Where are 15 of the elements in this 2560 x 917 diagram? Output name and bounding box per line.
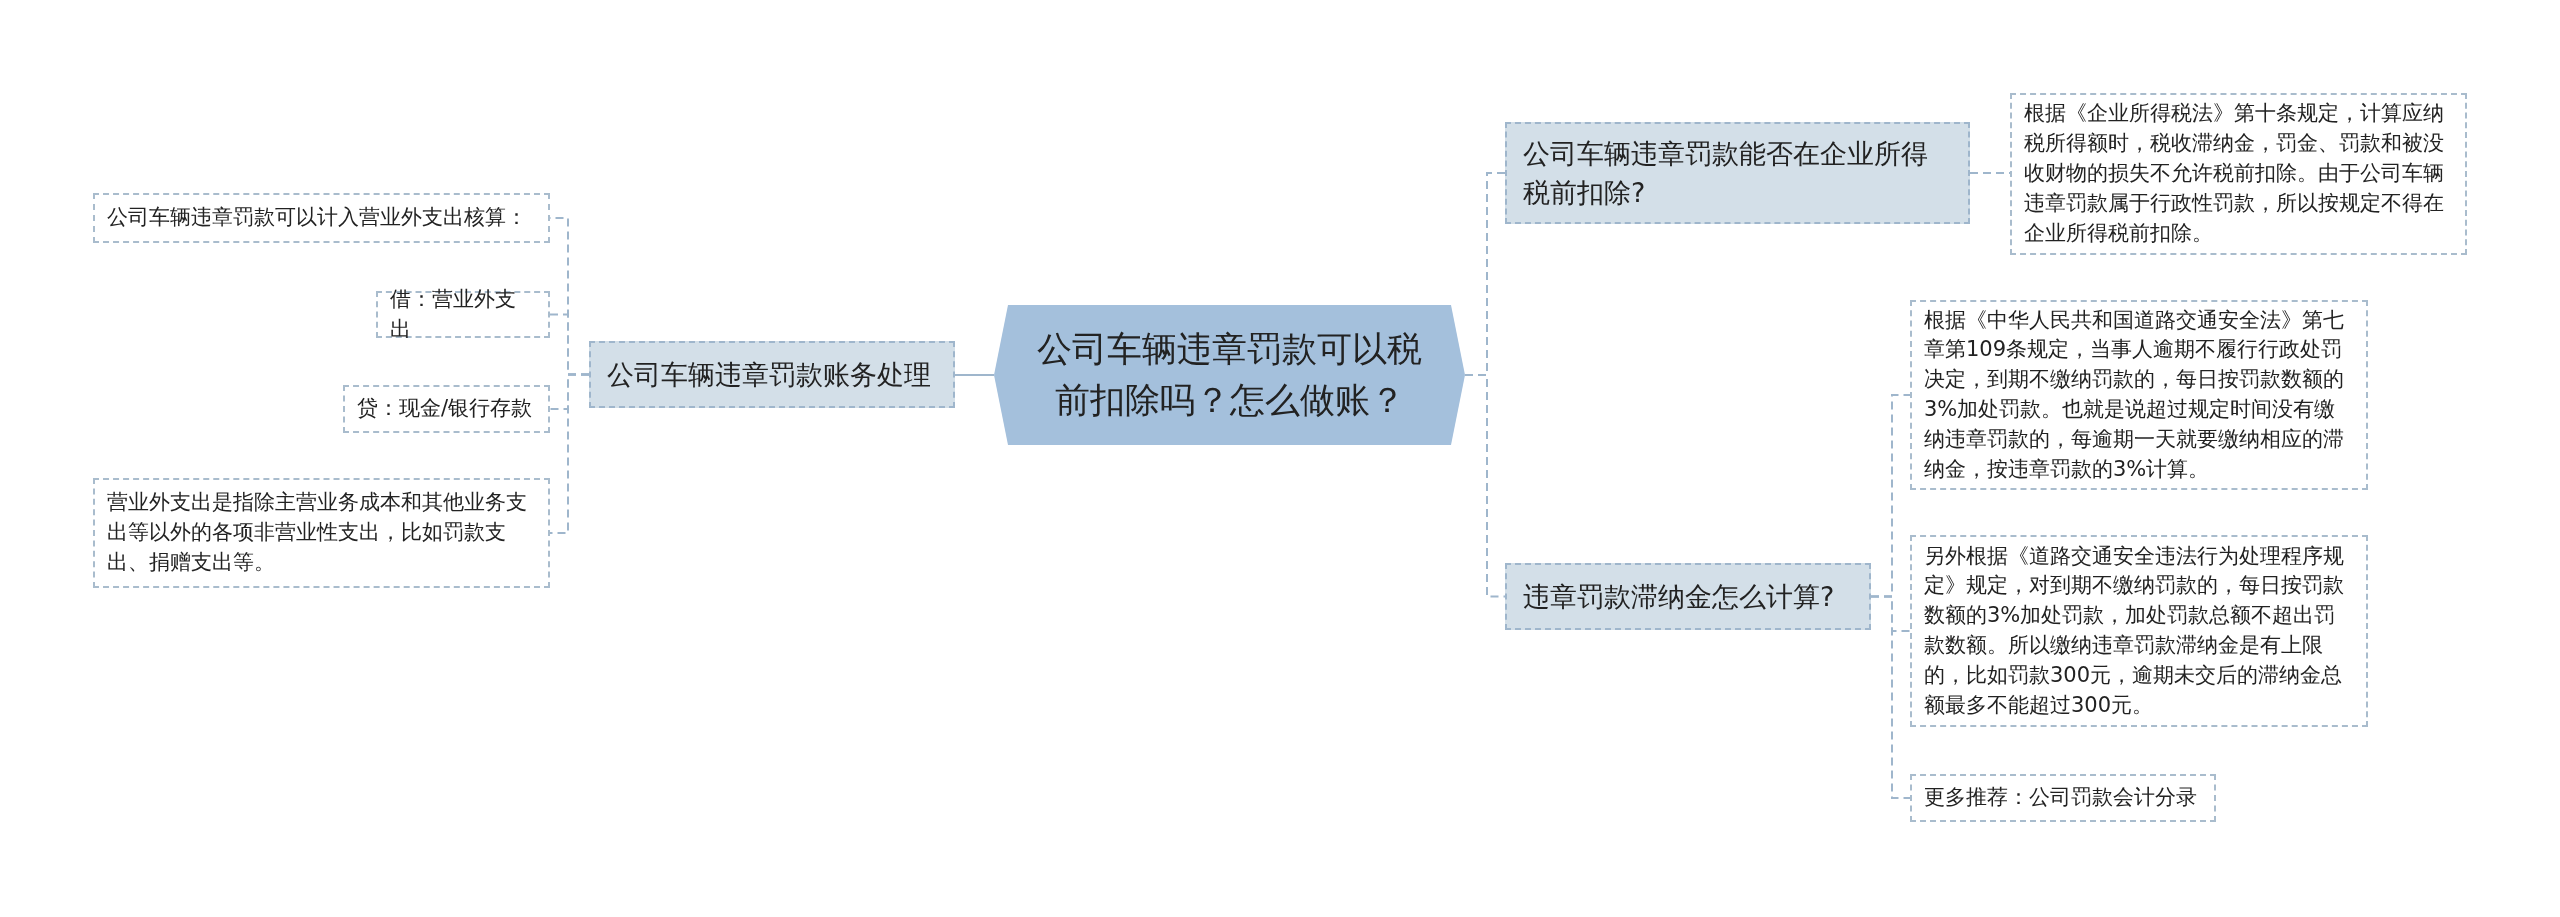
connector-line [1870,595,1911,799]
connector-line [1464,374,1506,598]
note-box: 营业外支出是指除主营业务成本和其他业务支出等以外的各项非营业性支出，比如罚款支出、捐赠支出等。 [93,478,550,588]
central-topic: 公司车辆违章罚款可以税前扣除吗？怎么做账？ [994,305,1465,445]
note-box: 根据《中华人民共和国道路交通安全法》第七章第109条规定，当事人逾期不履行行政处罚决定，到期不缴纳罚款的，每日按罚款数额的3%加处罚款。也就是说超过规定时间没有缴纳违章罚款的，每逾期一天就要缴纳相应的滞纳金，按违章罚款的3%计算。 [1910,300,2368,490]
topic-box: 公司车辆违章罚款账务处理 [589,341,955,408]
topic-box: 违章罚款滞纳金怎么计算? [1505,563,1871,630]
topic-box: 公司车辆违章罚款能否在企业所得税前扣除? [1505,122,1970,224]
connector-line [954,374,995,376]
note-box: 根据《企业所得税法》第十条规定，计算应纳税所得额时，税收滞纳金，罚金、罚款和被没收财物的损失不允许税前扣除。由于公司车辆违章罚款属于行政性罚款，所以按规定不得在企业所得税前扣除。 [2010,93,2467,255]
connector-line [549,373,590,534]
note-box: 另外根据《道路交通安全违法行为处理程序规定》规定，对到期不缴纳罚款的，每日按罚款数额的3%加处罚款，加处罚款总额不超出罚款数额。所以缴纳违章罚款滞纳金是有上限的，比如罚款300元，逾期未交后的滞纳金总额最多不能超过300元。 [1910,535,2368,727]
note-box: 公司车辆违章罚款可以计入营业外支出核算： [93,193,550,243]
note-box: 贷：现金/银行存款 [343,385,550,433]
note-box: 更多推荐：公司罚款会计分录 [1910,774,2216,822]
